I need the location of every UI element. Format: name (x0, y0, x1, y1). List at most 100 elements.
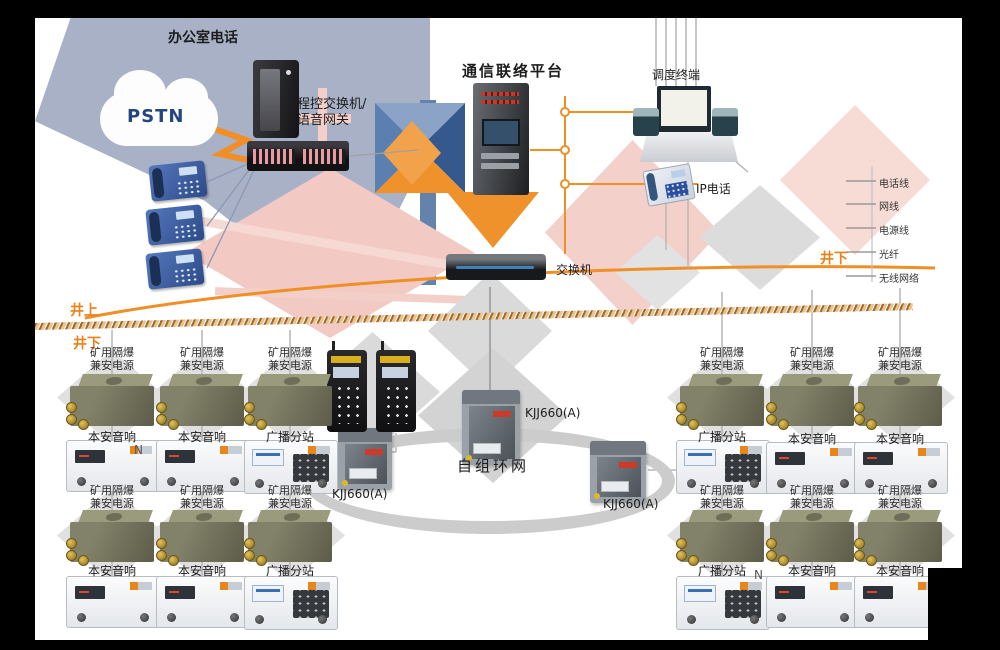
speaker-label: 本安音响 (87, 430, 136, 444)
safe-speaker (854, 442, 948, 494)
power-supply-label: 矿用隔爆兼安电源 (700, 484, 744, 511)
station-front (597, 457, 641, 497)
office-phone (148, 160, 208, 202)
ring-network-label: 自组环网 (457, 457, 530, 475)
kjj660-station (590, 441, 646, 503)
platform-server-rack (473, 83, 529, 195)
speaker-label: 本安音响 (177, 430, 226, 444)
station-led (342, 480, 348, 486)
decor-pink-cross-h (295, 114, 351, 123)
power-supply-box (766, 510, 854, 566)
power-supply-box (676, 374, 764, 430)
broadcast-label: 广播分站 (265, 564, 314, 578)
brand-logo (130, 582, 152, 590)
speaker-label: 本安音响 (787, 564, 836, 578)
phone-handset (645, 172, 659, 202)
core-switch-label: 交换机 (556, 263, 593, 277)
brand-logo (740, 446, 762, 454)
dispatch-phone (633, 108, 659, 136)
brand-logo (130, 446, 152, 454)
station-led (594, 493, 600, 499)
port-bank (253, 149, 295, 164)
power-supply-label: 矿用隔爆兼安电源 (878, 346, 922, 373)
safe-speaker (156, 576, 250, 628)
brand-logo (220, 446, 242, 454)
phone-handset (151, 167, 165, 199)
phone-keypad (173, 222, 199, 240)
power-supply-label: 矿用隔爆兼安电源 (700, 346, 744, 373)
kjj660-label: KJJ660(A) (525, 406, 581, 420)
power-supply-label: 矿用隔爆兼安电源 (790, 346, 834, 373)
phone-keypad (333, 382, 361, 424)
station-red-tag (619, 462, 637, 468)
power-supply-box (244, 374, 332, 430)
station-front (345, 444, 387, 484)
power-supply-box (766, 374, 854, 430)
broadcast-label: 广播分站 (265, 430, 314, 444)
power-supply-box (676, 510, 764, 566)
office-phone (145, 248, 205, 290)
phone-screen (333, 367, 359, 378)
station-sticker (473, 443, 501, 454)
brand-logo (830, 582, 852, 590)
brand-logo (918, 448, 940, 456)
legend-item-phone-line: 电话线 (879, 179, 909, 190)
broadcast-substation (244, 576, 338, 630)
station-cap (462, 390, 520, 404)
station-sticker (349, 468, 377, 479)
power-supply-box (66, 510, 154, 566)
dispatch-console-label: 调度终端 (652, 68, 701, 82)
platform-label: 通信联络平台 (462, 62, 565, 80)
power-supply-label: 矿用隔爆兼安电源 (180, 484, 224, 511)
tower-led (286, 70, 291, 75)
kjj660-label: KJJ660(A) (603, 497, 659, 511)
underground-side-label: 井下 (73, 336, 101, 352)
broadcast-substation (676, 440, 770, 494)
legend-item-power-cable: 电源线 (879, 226, 909, 237)
port-bank (303, 149, 345, 164)
power-supply-label: 矿用隔爆兼安电源 (180, 346, 224, 373)
phone-keypad (173, 266, 199, 284)
rack-drawer (481, 163, 519, 169)
speaker-label: 本安音响 (87, 564, 136, 578)
phone-keypad (664, 180, 689, 199)
rack-vent (481, 100, 519, 104)
rack-drawer (481, 153, 519, 159)
speaker-label: 本安音响 (875, 432, 924, 446)
phone-screen (382, 367, 408, 378)
broadcast-substation (244, 440, 338, 494)
phone-screen (178, 165, 198, 176)
power-supply-box (244, 510, 332, 566)
mine-phone (376, 341, 416, 432)
phone-keypad (382, 382, 410, 424)
power-supply-box (156, 374, 244, 430)
phone-keypad (176, 178, 202, 196)
surface-side-label: 井上 (70, 303, 98, 319)
station-red-tag (365, 449, 383, 455)
brand-logo (308, 446, 330, 454)
phone-handset (148, 211, 162, 243)
phone-screen (175, 209, 195, 220)
pbx-label-line1: 程控交换机/ (297, 97, 367, 112)
power-supply-label: 矿用隔爆兼安电源 (268, 484, 312, 511)
safe-speaker (766, 442, 860, 494)
power-supply-box (66, 374, 154, 430)
brand-logo (830, 448, 852, 456)
office-phone (145, 204, 205, 246)
office-phones-label: 办公室电话 (168, 30, 238, 46)
mine-phone (327, 341, 367, 432)
wire-marker-n: N (134, 443, 143, 457)
rack-vent (481, 92, 519, 96)
tower-door (260, 69, 280, 131)
keypad (725, 590, 761, 618)
wire-marker-n: N (754, 568, 763, 582)
phone-screen (175, 253, 195, 264)
station-sticker (601, 481, 629, 492)
brand-logo (220, 582, 242, 590)
rack-screen (482, 119, 520, 146)
broadcast-substation (676, 576, 770, 630)
safe-speaker (156, 440, 250, 492)
keypad (293, 590, 329, 618)
legend-item-fiber: 光纤 (879, 250, 899, 261)
kjj660-label: KJJ660(A) (332, 487, 388, 501)
